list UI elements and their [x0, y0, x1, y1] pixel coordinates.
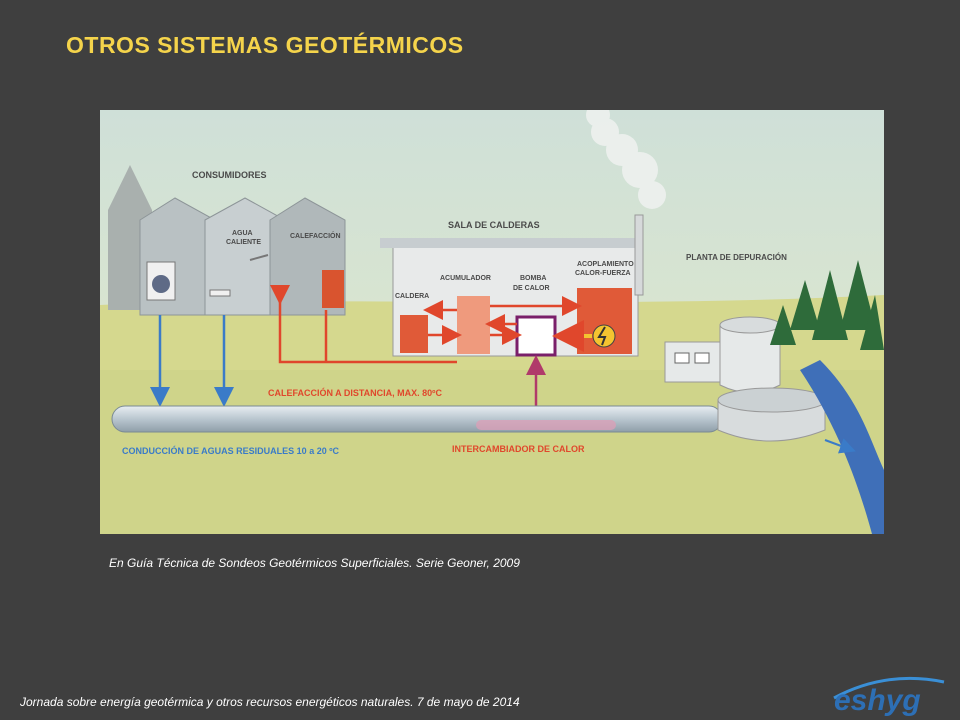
geothermal-diagram: CONSUMIDORES AGUA CALIENTE CALEFACCIÓN S…	[100, 110, 884, 534]
heat-exchanger	[476, 420, 616, 430]
label-acumulador: ACUMULADOR	[440, 275, 491, 282]
label-intercambiador: INTERCAMBIADOR DE CALOR	[452, 444, 585, 454]
label-bomba-2: DE CALOR	[513, 285, 550, 292]
label-acoplamiento-2: CALOR-FUERZA	[575, 270, 631, 277]
slide-footer: Jornada sobre energía geotérmica y otros…	[20, 695, 520, 709]
slide-title: OTROS SISTEMAS GEOTÉRMICOS	[66, 32, 464, 58]
eshyg-logo: eshyg	[833, 676, 945, 716]
label-conduccion: CONDUCCIÓN DE AGUAS RESIDUALES 10 a 20 º…	[122, 445, 339, 456]
acumulador-box	[457, 296, 490, 354]
logo-text: eshyg	[834, 684, 921, 716]
bomba-box	[515, 315, 557, 357]
label-sala-calderas: SALA DE CALDERAS	[448, 220, 540, 230]
smoke	[586, 110, 666, 209]
caldera-box	[400, 315, 428, 353]
logo-swoosh	[833, 676, 945, 700]
label-planta: PLANTA DE DEPURACIÓN	[686, 253, 787, 262]
label-caldera: CALDERA	[395, 293, 429, 300]
discharge-arrow	[824, 438, 856, 454]
label-agua-caliente-1: AGUA	[232, 230, 253, 237]
figure-caption: En Guía Técnica de Sondeos Geotérmicos S…	[109, 556, 520, 570]
label-agua-caliente-2: CALIENTE	[226, 239, 261, 246]
label-bomba-1: BOMBA	[520, 275, 546, 282]
label-acoplamiento-1: ACOPLAMIENTO	[577, 261, 634, 268]
treatment-plant	[664, 316, 827, 442]
label-calefaccion-distancia: CALEFACCIÓN A DISTANCIA, MAX. 80ºC	[268, 387, 442, 398]
trees	[770, 260, 884, 350]
label-calefaccion: CALEFACCIÓN	[290, 231, 341, 240]
label-consumidores: CONSUMIDORES	[192, 170, 267, 180]
sewage-pipe	[111, 405, 723, 433]
consumer-buildings	[139, 197, 346, 316]
heat-lines	[270, 285, 582, 364]
